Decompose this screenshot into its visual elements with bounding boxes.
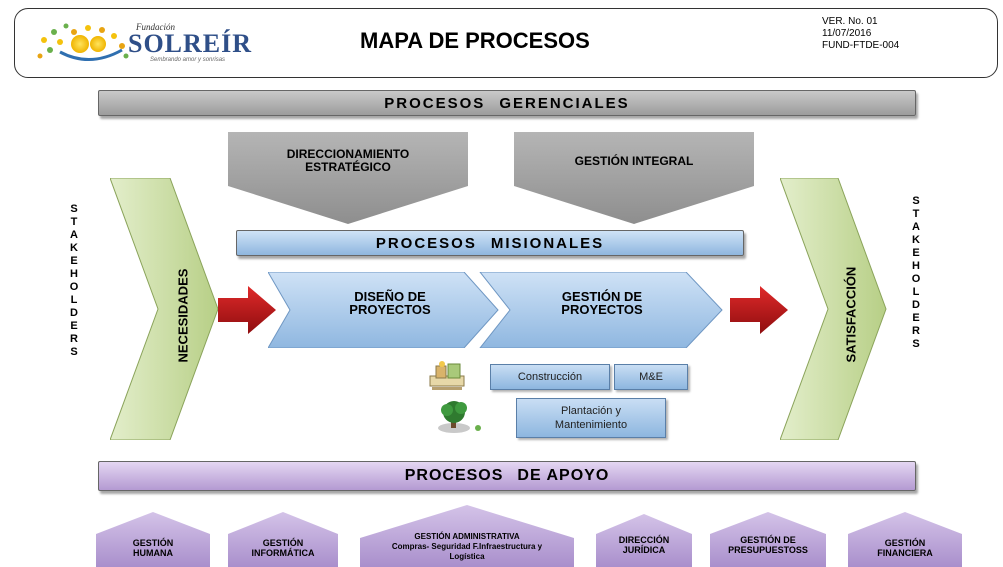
bar-procesos-misionales: PROCESOS MISIONALES <box>236 230 744 256</box>
bar-apoyo-label-1: PROCESOS <box>404 467 504 484</box>
apoyo-humana-l2: HUMANA <box>133 548 173 558</box>
apoyo-presupuestos-l1: GESTIÓN DE <box>740 535 796 545</box>
diseno-proyectos-label: DISEÑO DE PROYECTOS <box>300 290 480 316</box>
stakeholders-letter: S <box>912 338 920 350</box>
tree-icon <box>438 401 481 433</box>
stakeholders-letter: S <box>912 195 920 207</box>
stakeholders-letter: T <box>70 216 78 228</box>
apoyo-item-informatica: GESTIÓN INFORMÁTICA <box>228 538 338 558</box>
red-arrow-left-icon <box>218 286 276 334</box>
logo-sun-icon <box>37 23 129 62</box>
direccionamiento-line-1: DIRECCIONAMIENTO <box>286 147 410 161</box>
diseno-line-1: DISEÑO DE <box>354 289 426 304</box>
necesidades-chevron <box>110 178 219 440</box>
apoyo-presupuestos-l2: PRESUPUESTOSS <box>728 545 808 555</box>
date-text: 11/07/2016 <box>822 28 872 39</box>
header-frame <box>14 8 998 78</box>
apoyo-shape-administrativa <box>360 505 574 567</box>
apoyo-shape-financiera <box>848 512 962 567</box>
code-text: FUND-FTDE-004 <box>822 40 900 51</box>
apoyo-administrativa-l3: Logística <box>449 552 485 561</box>
apoyo-juridica-l2: JURÍDICA <box>622 545 666 555</box>
apoyo-item-administrativa: GESTIÓN ADMINISTRATIVA Compras- Segurida… <box>360 532 574 562</box>
stakeholders-letter: E <box>70 320 78 332</box>
apoyo-item-financiera: GESTIÓN FINANCIERA <box>848 538 962 558</box>
stakeholders-letter: E <box>70 255 78 267</box>
stakeholders-letter: H <box>70 268 78 280</box>
gestion-line-1: GESTIÓN DE <box>561 289 643 304</box>
logo-prefix: Fundación <box>136 22 175 32</box>
stakeholders-letter: S <box>70 346 78 358</box>
gestion-integral-label: GESTIÓN INTEGRAL <box>574 154 694 168</box>
page-title: MAPA DE PROCESOS <box>360 28 590 53</box>
stakeholders-letter: K <box>912 234 920 246</box>
apoyo-financiera-l1: GESTIÓN <box>884 538 926 548</box>
stakeholders-letter: E <box>912 312 920 324</box>
bar-misional-label-2: MISIONALES <box>490 234 605 252</box>
stakeholders-letter: O <box>911 273 921 285</box>
apoyo-item-humana: GESTIÓN HUMANA <box>96 538 210 558</box>
apoyo-shape-presupuestos <box>710 512 826 567</box>
satisfaccion-chevron <box>780 178 887 440</box>
stakeholders-letter: T <box>912 208 920 220</box>
construction-icon <box>429 361 465 390</box>
version-text: VER. No. 01 <box>822 16 878 27</box>
apoyo-shape-humana <box>96 512 210 567</box>
bar-procesos-apoyo: PROCESOS DE APOYO <box>98 461 916 491</box>
gestion-integral-pentagon <box>514 132 754 224</box>
satisfaccion-label: SATISFACCIÓN <box>843 266 859 363</box>
apoyo-item-juridica: DIRECCIÓN JURÍDICA <box>596 535 692 555</box>
gestion-proyectos-label: GESTIÓN DE PROYECTOS <box>512 290 692 316</box>
stakeholders-letter: D <box>70 307 78 319</box>
stakeholders-letter: L <box>912 286 920 298</box>
stakeholders-letter: E <box>912 247 920 259</box>
apoyo-item-presupuestos: GESTIÓN DE PRESUPUESTOSS <box>710 535 826 555</box>
stakeholders-letter: A <box>70 229 78 241</box>
plantacion-line-1: Plantación y <box>561 405 621 417</box>
diseno-line-2: PROYECTOS <box>349 302 431 317</box>
apoyo-shape-informatica <box>228 512 338 567</box>
mye-box: M&E <box>614 364 688 390</box>
apoyo-informatica-l2: INFORMÁTICA <box>251 548 315 558</box>
bar-gerencial-label-2: GERENCIALES <box>499 94 630 112</box>
apoyo-administrativa-l2: Compras- Seguridad F.Infraestructura y <box>391 542 543 551</box>
misional-chevrons <box>268 272 723 348</box>
construccion-box: Construcción <box>490 364 610 390</box>
stakeholders-letter: R <box>70 333 78 345</box>
red-arrow-right-icon <box>730 286 788 334</box>
stakeholders-letter: S <box>70 203 78 215</box>
gestion-line-2: PROYECTOS <box>561 302 643 317</box>
direccionamiento-label: DIRECCIONAMIENTO ESTRATÉGICO <box>228 148 468 174</box>
document-meta: VER. No. 01 11/07/2016 FUND-FTDE-004 <box>822 16 899 52</box>
direccionamiento-line-2: ESTRATÉGICO <box>305 160 391 174</box>
stakeholders-letter: K <box>70 242 78 254</box>
plantacion-box: Plantación y Mantenimiento <box>516 398 666 438</box>
apoyo-financiera-l2: FINANCIERA <box>877 548 933 558</box>
direccionamiento-pentagon <box>228 132 468 224</box>
stakeholders-letter: A <box>912 221 920 233</box>
logo-name: SOLREÍR <box>128 29 253 58</box>
stakeholders-letter: O <box>69 281 79 293</box>
stakeholders-letter: R <box>912 325 920 337</box>
apoyo-humana-l1: GESTIÓN <box>132 538 174 548</box>
bar-misional-label-1: PROCESOS <box>375 234 477 252</box>
plantacion-line-2: Mantenimiento <box>554 419 628 431</box>
necesidades-label: NECESIDADES <box>175 268 191 363</box>
stakeholders-letter: D <box>912 299 920 311</box>
apoyo-informatica-l1: GESTIÓN <box>262 538 304 548</box>
apoyo-shape-juridica <box>596 514 692 567</box>
logo-tagline: Sembrando amor y sonrisas <box>150 57 226 63</box>
apoyo-juridica-l1: DIRECCIÓN <box>618 535 670 545</box>
apoyo-shapes <box>96 505 962 567</box>
bar-apoyo-label-2: DE APOYO <box>517 467 610 484</box>
stakeholders-letter: H <box>912 260 920 272</box>
stakeholders-letter: L <box>70 294 78 306</box>
apoyo-administrativa-l1: GESTIÓN ADMINISTRATIVA <box>414 532 520 541</box>
bar-procesos-gerenciales: PROCESOS GERENCIALES <box>98 90 916 116</box>
bar-gerencial-label-1: PROCESOS <box>384 94 486 112</box>
